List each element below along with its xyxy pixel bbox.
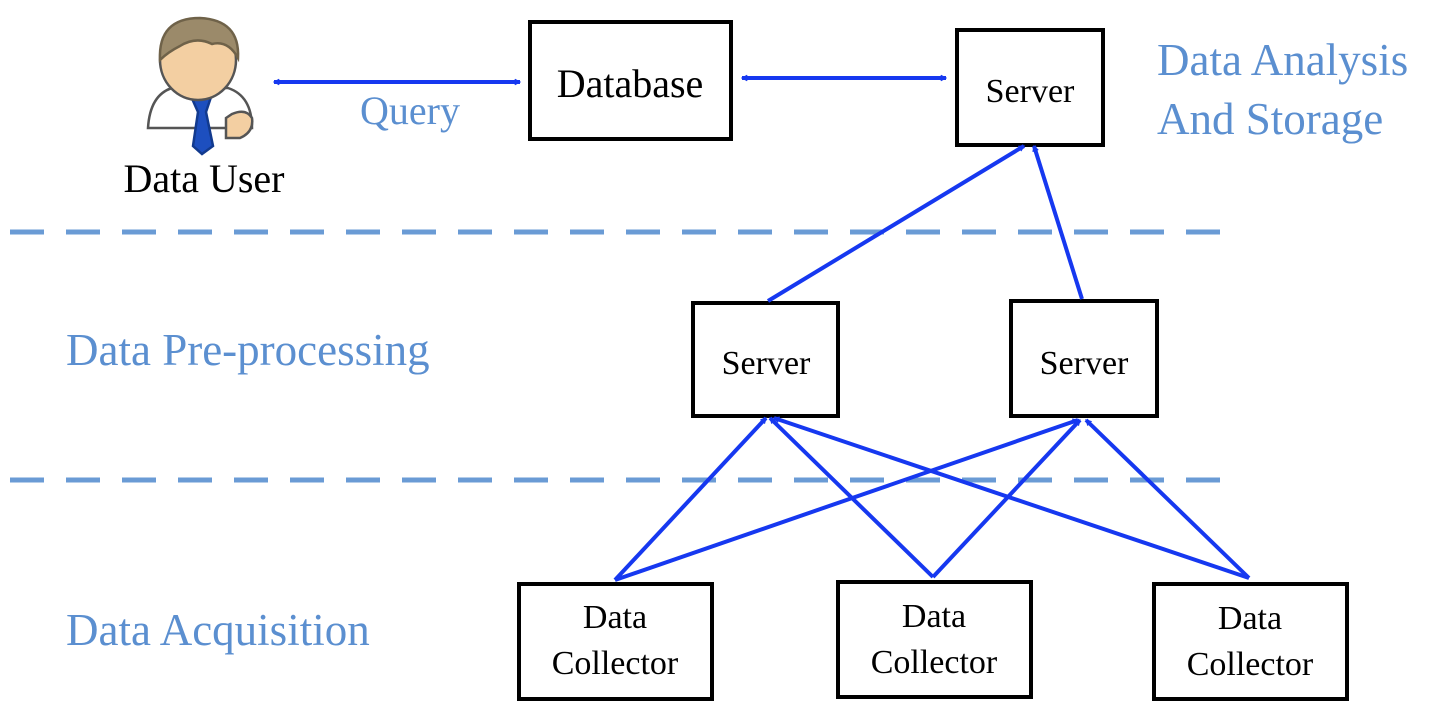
collector-1-line2: Collector [552, 645, 679, 682]
user-icon [146, 16, 254, 156]
user-label: Data User [123, 156, 284, 201]
collector-3-line2: Collector [1187, 646, 1314, 683]
tier-label-acquisition: Data Acquisition [66, 605, 370, 655]
server-mid-right-label: Server [1040, 345, 1129, 382]
arrow-collector-1-to-mid-left [613, 416, 768, 582]
arrow-collector-3-to-mid-right [1084, 418, 1251, 580]
tier-label-analysis-line2: And Storage [1157, 94, 1383, 144]
arrow-mid-left-to-top [766, 144, 1026, 303]
collector-2-box [836, 580, 1033, 699]
collector-3-line1: Data [1218, 600, 1282, 637]
collector-1-box [517, 582, 714, 701]
server-mid-left-box [691, 301, 840, 418]
arrow-collector-1-to-mid-right [614, 418, 1078, 582]
server-mid-right-box [1009, 299, 1159, 418]
collector-2-line1: Data [902, 598, 966, 635]
server-top-label: Server [986, 73, 1075, 110]
server-top-box [955, 28, 1105, 147]
arrow-mid-right-to-top [1032, 146, 1084, 300]
collector-3-box [1152, 582, 1349, 701]
arrow-collector-2-to-mid-right [931, 418, 1082, 579]
arrow-collector-3-to-mid-left [774, 416, 1250, 580]
collector-1-line1: Data [583, 599, 647, 636]
database-label: Database [557, 61, 704, 106]
arrow-collector-2-to-mid-left [768, 416, 935, 579]
server-mid-left-label: Server [722, 345, 811, 382]
database-box [528, 20, 733, 141]
collector-2-line2: Collector [871, 644, 998, 681]
tier-label-analysis-line1: Data Analysis [1157, 35, 1408, 85]
tier-label-preprocessing: Data Pre-processing [66, 325, 430, 375]
query-label: Query [360, 88, 460, 133]
